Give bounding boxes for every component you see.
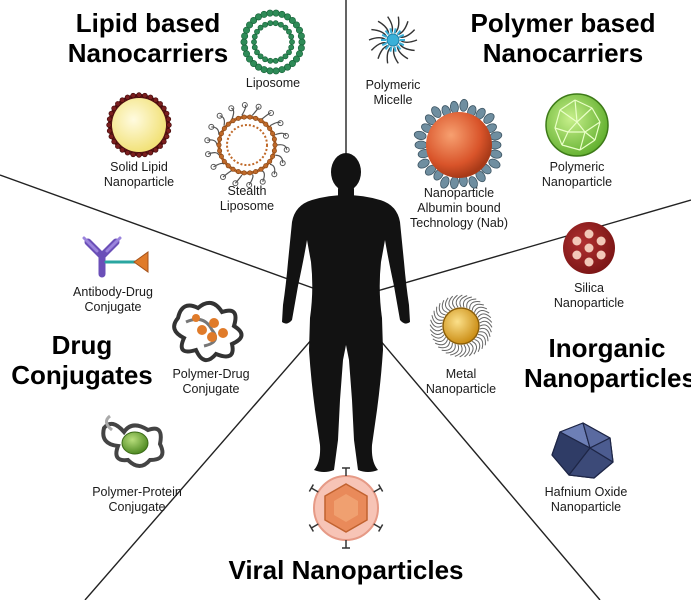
hafnium-oxide-nanoparticle-icon	[551, 422, 614, 479]
stealth-liposome-icon	[204, 102, 290, 188]
metal-nanoparticle-icon	[429, 294, 493, 358]
viral-nanoparticle-icon	[308, 467, 384, 549]
label-liposome: Liposome	[245, 76, 301, 90]
polymer-drug-conjugate-icon	[172, 300, 244, 362]
polymeric-micelle-icon	[368, 16, 418, 64]
silica-nanoparticle-icon	[563, 222, 615, 274]
human-silhouette	[282, 153, 410, 472]
albumin-bound-nanoparticle-icon	[413, 98, 503, 190]
solid-lipid-nanoparticle-icon	[106, 92, 172, 158]
polymer-protein-conjugate-icon	[101, 414, 165, 468]
divider-bottom-right	[345, 299, 601, 600]
liposome-icon	[240, 9, 306, 75]
divider-bottom-left	[84, 299, 347, 600]
antibody-drug-conjugate-icon	[82, 236, 149, 278]
polymeric-nanoparticle-icon	[545, 93, 609, 157]
heading-viral-nanoparticles: Viral Nanoparticles	[228, 555, 464, 585]
